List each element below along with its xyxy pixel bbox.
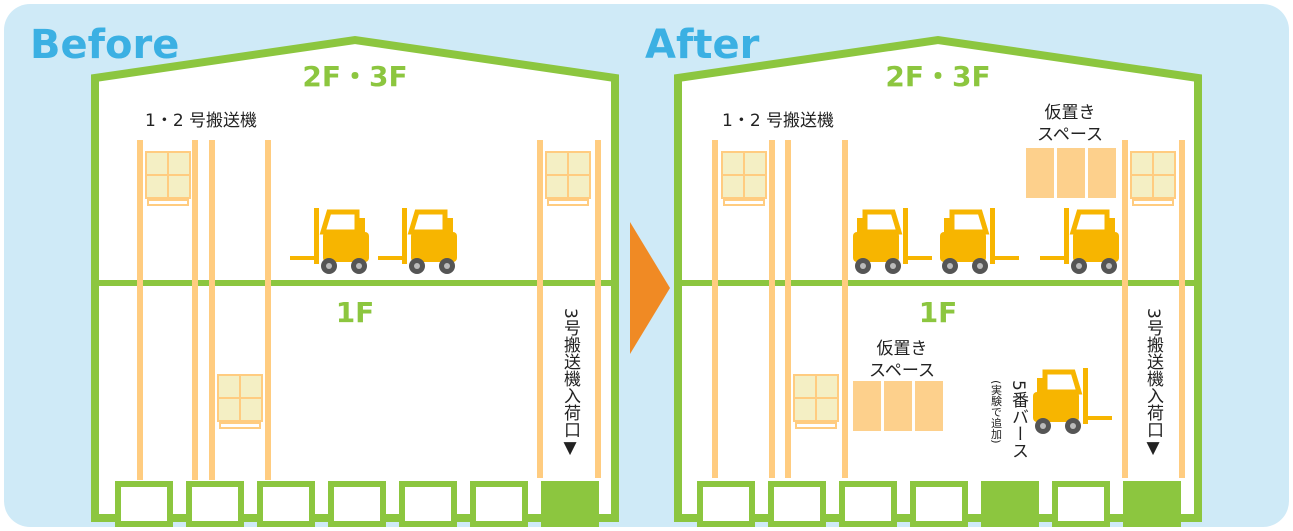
- after-lower-floor-label: 1F: [919, 296, 958, 329]
- after-temp-space-upper-line2: スペース: [1037, 125, 1103, 145]
- after-entry-label: 3号搬送機入荷口▼: [1143, 308, 1164, 458]
- after-docks: [697, 481, 1181, 527]
- after-temp-space-upper-line1: 仮置き: [1045, 103, 1096, 123]
- after-upper-floor-label: 2F・3F: [885, 60, 990, 93]
- before-pallet-lift1: [145, 151, 191, 206]
- before-entry-label: 3号搬送機入荷口▼: [560, 308, 581, 458]
- after-pallet-lift2: [793, 374, 839, 429]
- after-temp-space-lower: [851, 379, 945, 433]
- after-temp-space-upper: [1024, 146, 1118, 200]
- after-lift-rails: [712, 140, 1185, 478]
- transition-arrow: [630, 222, 670, 354]
- after-temp-space-lower-line2: スペース: [869, 361, 935, 381]
- after-temp-space-lower-line1: 仮置き: [877, 339, 928, 359]
- before-lower-floor-label: 1F: [336, 296, 375, 329]
- before-title: Before: [30, 22, 179, 68]
- after-pallet-lift3: [1130, 151, 1176, 206]
- after-title: After: [645, 22, 760, 68]
- before-lift-rails: [137, 140, 601, 480]
- after-pallet-lift1: [721, 151, 767, 206]
- before-upper-floor-label: 2F・3F: [302, 60, 407, 93]
- before-pallet-lift2: [217, 374, 263, 429]
- after-lift-label: 1・2 号搬送機: [722, 111, 834, 131]
- before-docks: [115, 481, 599, 527]
- before-lift-label: 1・2 号搬送機: [145, 111, 257, 131]
- after-berth-note: (実験で追加): [990, 380, 1003, 444]
- after-berth-label: 5番バース: [1008, 380, 1029, 459]
- before-pallet-lift3: [545, 151, 591, 206]
